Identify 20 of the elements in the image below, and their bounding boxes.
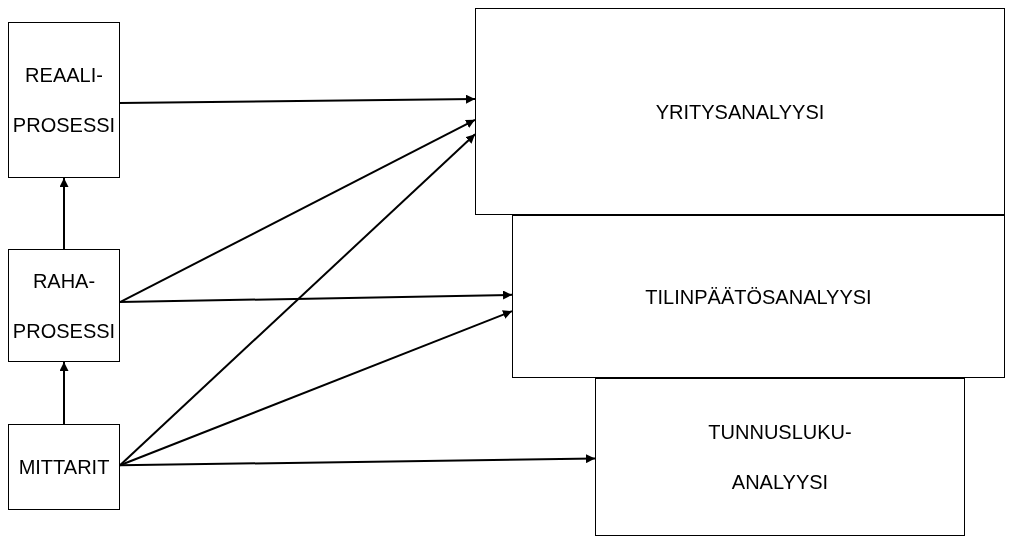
box-label: MITTARIT <box>18 455 110 480</box>
process-box <box>8 424 120 510</box>
box-label: YRITYSANALYYSI <box>655 99 825 125</box>
box-label: TILINPÄÄTÖSANALYYSI <box>645 284 872 310</box>
arrow <box>119 310 513 467</box>
box-label: TUNNUSLUKU- ANALYYSI <box>707 420 853 495</box>
process-box <box>512 215 1005 378</box>
box-label: REAALI- PROSESSI <box>11 63 117 138</box>
box-label: RAHA- PROSESSI <box>11 268 117 344</box>
arrow <box>119 118 476 304</box>
arrow <box>119 290 513 304</box>
process-box <box>8 22 120 178</box>
process-box <box>8 249 120 362</box>
arrow <box>119 94 476 105</box>
arrow <box>59 177 69 250</box>
process-box <box>475 8 1005 215</box>
process-box <box>595 378 965 536</box>
arrow <box>59 361 69 425</box>
arrow <box>119 454 596 467</box>
arrow <box>119 133 476 467</box>
